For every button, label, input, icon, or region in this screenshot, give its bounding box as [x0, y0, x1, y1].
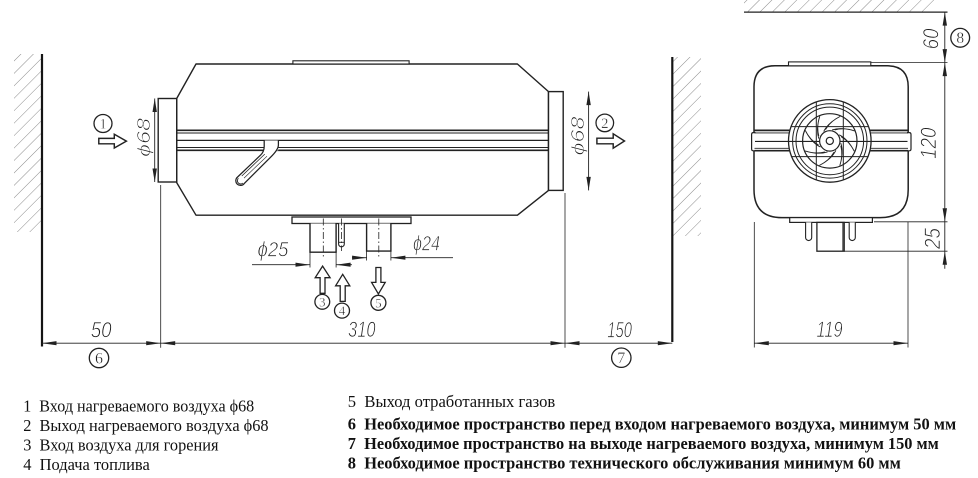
- svg-text:4: 4: [339, 303, 346, 318]
- svg-text:119: 119: [816, 317, 842, 342]
- svg-text:7: 7: [617, 350, 625, 367]
- svg-text:3: 3: [319, 294, 326, 309]
- svg-text:6: 6: [95, 351, 103, 368]
- svg-text:4 Подача топлива: 4 Подача топлива: [23, 455, 150, 474]
- svg-text:ϕ25: ϕ25: [258, 238, 289, 261]
- svg-text:3 Вход воздуха для горения: 3 Вход воздуха для горения: [23, 436, 218, 455]
- svg-text:1 Вход нагреваемого воздуха ϕ: 1 Вход нагреваемого воздуха ϕ68: [23, 396, 254, 415]
- svg-text:5: 5: [375, 295, 382, 310]
- svg-text:25: 25: [920, 227, 945, 250]
- svg-text:60: 60: [918, 28, 943, 49]
- svg-text:ϕ24: ϕ24: [413, 233, 440, 256]
- svg-text:8 Необходимое пространство те: 8 Необходимое пространство технического …: [348, 453, 901, 472]
- svg-text:ϕ68: ϕ68: [134, 118, 154, 157]
- svg-text:50: 50: [91, 317, 113, 342]
- svg-text:5 Выход отработанных газов: 5 Выход отработанных газов: [348, 392, 555, 411]
- svg-text:2 Выход нагреваемого воздуха: 2 Выход нагреваемого воздуха ϕ68: [23, 416, 268, 435]
- svg-text:8: 8: [956, 30, 964, 47]
- svg-text:1: 1: [99, 117, 107, 133]
- svg-text:7 Необходимое пространство на: 7 Необходимое пространство на выходе наг…: [348, 434, 939, 453]
- svg-text:310: 310: [348, 317, 376, 342]
- svg-text:2: 2: [601, 116, 609, 132]
- svg-text:ϕ68: ϕ68: [568, 117, 588, 156]
- svg-text:150: 150: [607, 317, 632, 342]
- svg-text:120: 120: [916, 127, 941, 159]
- svg-text:6 Необходимое пространство пе: 6 Необходимое пространство перед входом …: [348, 414, 957, 433]
